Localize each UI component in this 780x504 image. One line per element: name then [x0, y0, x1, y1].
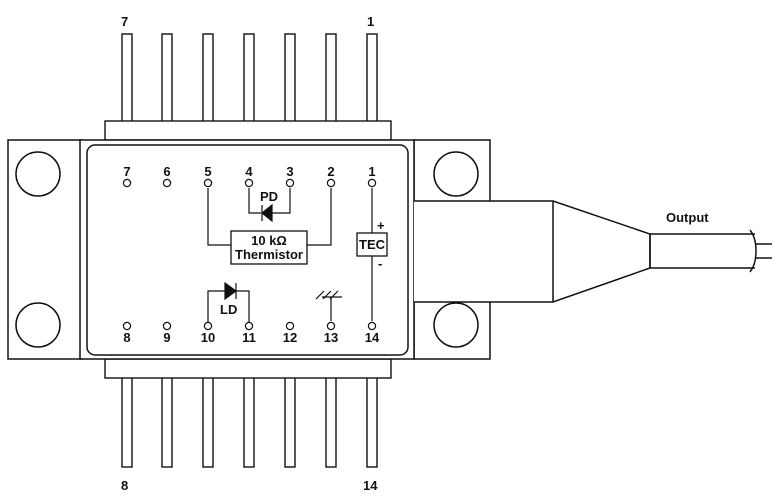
fiber-pigtail	[414, 200, 772, 303]
pin-label-14: 14	[363, 478, 378, 493]
pin-label-7: 7	[121, 14, 128, 29]
pad-label-top: 2	[327, 164, 334, 179]
bond-pad-bottom	[203, 321, 213, 331]
internal-wiring	[207, 188, 373, 322]
pad-label-bottom: 8	[123, 330, 130, 345]
bottom-leads	[121, 363, 378, 468]
pad-label-top: 5	[204, 164, 211, 179]
bond-pad-bottom	[326, 321, 336, 331]
photodiode-symbol	[261, 203, 273, 223]
tec-label: TEC	[359, 237, 386, 252]
bottom-lead	[366, 363, 378, 468]
bond-pad-bottom	[367, 321, 377, 331]
laser-diode-label: LD	[220, 302, 237, 317]
pad-label-top: 6	[163, 164, 170, 179]
bottom-lead	[121, 363, 133, 468]
bottom-lead	[161, 363, 173, 468]
pad-label-bottom: 13	[324, 330, 338, 345]
pad-label-bottom: 12	[283, 330, 297, 345]
bond-pad-top	[367, 178, 377, 188]
pad-label-top: 4	[245, 164, 253, 179]
bond-pad-top	[203, 178, 213, 188]
bottom-lead	[325, 363, 337, 468]
photodiode-label: PD	[260, 189, 278, 204]
bottom-lead	[202, 363, 214, 468]
bond-pad-top	[122, 178, 132, 188]
bond-pad-top	[285, 178, 295, 188]
bond-pad-bottom	[162, 321, 172, 331]
pad-label-top: 3	[286, 164, 293, 179]
bond-pad-bottom	[285, 321, 295, 331]
output-label: Output	[666, 210, 709, 225]
thermistor-value: 10 kΩ	[251, 233, 287, 248]
tec-minus: -	[378, 256, 382, 271]
pad-label-bottom: 14	[365, 330, 380, 345]
bottom-lead	[284, 363, 296, 468]
laser-diode-symbol	[224, 281, 238, 301]
pad-label-bottom: 9	[163, 330, 170, 345]
bond-pad-top	[326, 178, 336, 188]
bond-pad-top	[162, 178, 172, 188]
bond-pad-bottom	[244, 321, 254, 331]
pad-label-bottom: 11	[242, 330, 256, 345]
pad-label-top: 1	[368, 164, 375, 179]
top-lead-frame	[104, 120, 392, 141]
bond-pads: 7 8 6 9 5 10 4 11 3 12 2 13 1 14	[122, 164, 380, 345]
pin-label-1: 1	[367, 14, 374, 29]
tec-box	[356, 232, 388, 257]
pad-label-top: 7	[123, 164, 130, 179]
bond-pad-top	[244, 178, 254, 188]
mounting-hole-bottom-right	[433, 302, 479, 348]
mounting-hole-bottom-left	[15, 302, 61, 348]
pad-label-bottom: 10	[201, 330, 215, 345]
top-leads	[121, 33, 378, 138]
tec-plus: +	[377, 218, 385, 233]
pin-label-8: 8	[121, 478, 128, 493]
thermistor-name: Thermistor	[235, 247, 303, 262]
bottom-lead-frame	[104, 358, 392, 379]
bottom-lead	[243, 363, 255, 468]
bond-pad-bottom	[122, 321, 132, 331]
thermistor-box	[230, 230, 308, 265]
mounting-hole-top-right	[433, 151, 479, 197]
mounting-hole-top-left	[15, 151, 61, 197]
